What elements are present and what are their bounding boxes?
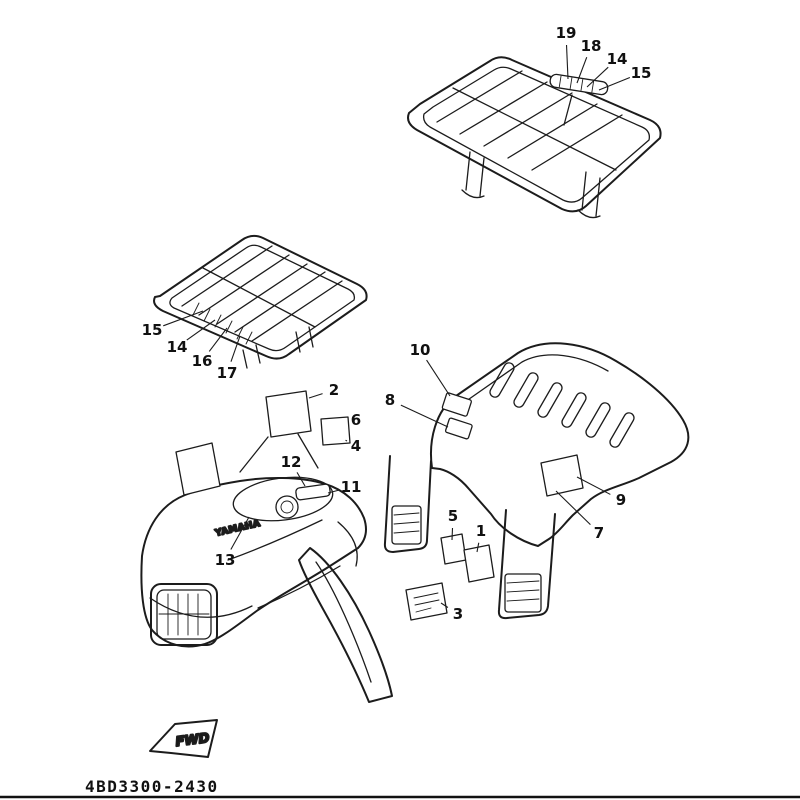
graphic-label-left <box>175 442 221 496</box>
callout-leader-19 <box>565 44 569 80</box>
warning-label-3 <box>405 582 448 621</box>
callout-leader-15 <box>598 76 631 91</box>
callout-leader-11 <box>327 489 340 494</box>
callout-9: 9 <box>616 491 626 509</box>
callout-leader-13 <box>230 516 250 550</box>
callout-17: 17 <box>217 364 238 382</box>
callout-14: 14 <box>607 50 628 68</box>
callout-2: 2 <box>329 381 339 399</box>
callout-15: 15 <box>142 321 163 339</box>
callout-19: 19 <box>556 24 577 42</box>
fwd-arrow: FWD <box>149 719 218 758</box>
graphic-label-2 <box>265 390 312 438</box>
callout-leader-12 <box>296 472 306 487</box>
callout-leader-8 <box>400 404 449 428</box>
callout-4: 4 <box>351 437 361 455</box>
callout-leader-14 <box>186 319 216 341</box>
callout-11: 11 <box>341 478 362 496</box>
callout-leader-16 <box>208 327 228 352</box>
callout-1: 1 <box>476 522 486 540</box>
callout-3: 3 <box>453 605 463 623</box>
callout-18: 18 <box>581 37 602 55</box>
callout-10: 10 <box>410 341 431 359</box>
graphic-strip-12-11 <box>295 483 331 501</box>
rear-fender-drawing <box>383 342 690 620</box>
carrier-stay-part <box>549 73 609 96</box>
front-fender-drawing: YAMAHA <box>140 390 448 703</box>
callout-leader-14 <box>586 66 609 88</box>
callout-leader-18 <box>576 57 588 84</box>
front-carrier-drawing <box>153 234 368 369</box>
callout-leader-15 <box>163 310 204 327</box>
yamaha-logo: YAMAHA <box>213 519 261 539</box>
callout-leader-1 <box>476 542 480 553</box>
callout-leader-2 <box>308 393 323 399</box>
callout-14: 14 <box>167 338 188 356</box>
callout-leader-9 <box>576 476 611 495</box>
callout-12: 12 <box>281 453 302 471</box>
fwd-label: FWD <box>175 731 211 750</box>
callout-leader-17 <box>230 335 241 362</box>
tank-console <box>232 476 334 522</box>
callout-16: 16 <box>192 352 213 370</box>
graphic-label-6-4 <box>320 416 351 446</box>
callout-8: 8 <box>385 391 395 409</box>
callout-leader-3 <box>440 602 449 608</box>
part-number-text: 4BD3300-2430 <box>85 777 219 796</box>
callout-15: 15 <box>631 64 652 82</box>
callout-leader-10 <box>426 359 451 397</box>
carrier-pad-strip <box>192 302 253 345</box>
callout-leader-7 <box>555 490 591 526</box>
callout-6: 6 <box>351 411 361 429</box>
rear-carrier-drawing <box>407 56 662 219</box>
callout-5: 5 <box>448 507 458 525</box>
callout-7: 7 <box>594 524 604 542</box>
callout-leader-5 <box>451 527 454 541</box>
callout-leader-4 <box>345 439 348 442</box>
callout-13: 13 <box>215 551 236 569</box>
